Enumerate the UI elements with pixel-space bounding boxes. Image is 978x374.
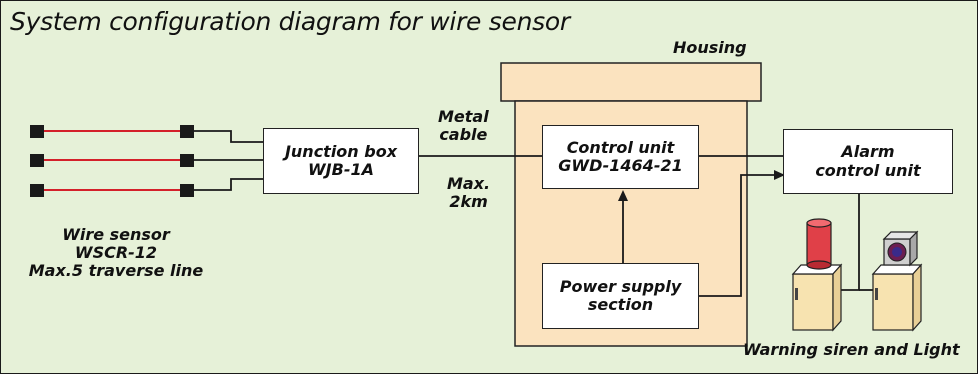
power-supply-line-1: Power supply <box>559 276 682 296</box>
power-supply-box: Power supply section <box>542 263 699 329</box>
metal-cable-label-line-1: Metal <box>438 107 489 126</box>
terminal-right-2 <box>180 154 194 167</box>
terminal-right-1 <box>180 125 194 138</box>
power-supply-line-2: section <box>587 295 654 314</box>
siren-icon <box>791 218 843 332</box>
wire-sensor-label-line-3: Max.5 traverse line <box>28 260 204 280</box>
terminal-left-1 <box>30 125 44 138</box>
arrow-right-alarm <box>774 170 785 180</box>
control-unit-box: Control unit GWD-1464-21 <box>542 125 699 189</box>
max-distance-label-line-1: Max. <box>447 174 491 193</box>
cabinet-icon <box>792 273 834 331</box>
terminal-left-2 <box>30 154 44 167</box>
alarm-control-line-2: control unit <box>815 160 921 180</box>
wire-sensor-label-line-2: WSCR-12 <box>74 242 158 262</box>
cabinet-icon <box>872 273 914 331</box>
wire-sensor-label-line-1: Wire sensor <box>62 225 170 244</box>
wire-to-junction-1 <box>194 130 263 143</box>
arrow-up-control <box>618 190 628 201</box>
diagram-title: System configuration diagram for wire se… <box>10 7 570 36</box>
housing-top <box>500 62 762 102</box>
alarm-control-box: Alarm control unit <box>783 129 953 194</box>
wire-to-junction-3 <box>194 178 263 191</box>
metal-cable-label-line-2: cable <box>439 124 488 144</box>
sensor-wires <box>37 130 187 191</box>
control-unit-line-2: GWD-1464-21 <box>558 156 683 175</box>
housing-label: Housing <box>673 38 747 57</box>
warning-light-icon <box>871 230 923 332</box>
sensor-terminals <box>30 125 194 197</box>
junction-box-line-1: Junction box <box>284 141 398 161</box>
terminal-left-3 <box>30 184 44 197</box>
metal-cable-label: Metal cable <box>438 108 489 144</box>
power-to-alarm-line <box>699 174 783 297</box>
max-distance-label: Max. 2km <box>447 175 490 211</box>
wire-sensor-label: Wire sensor WSCR-12 Max.5 traverse line <box>11 226 221 280</box>
junction-box: Junction box WJB-1A <box>263 128 419 194</box>
terminal-right-3 <box>180 184 194 197</box>
junction-box-line-2: WJB-1A <box>308 160 374 179</box>
arrowheads <box>618 170 785 201</box>
max-distance-label-line-2: 2km <box>449 191 488 211</box>
control-unit-line-1: Control unit <box>566 137 675 157</box>
warning-label: Warning siren and Light <box>743 340 960 359</box>
alarm-control-line-1: Alarm <box>841 142 895 162</box>
